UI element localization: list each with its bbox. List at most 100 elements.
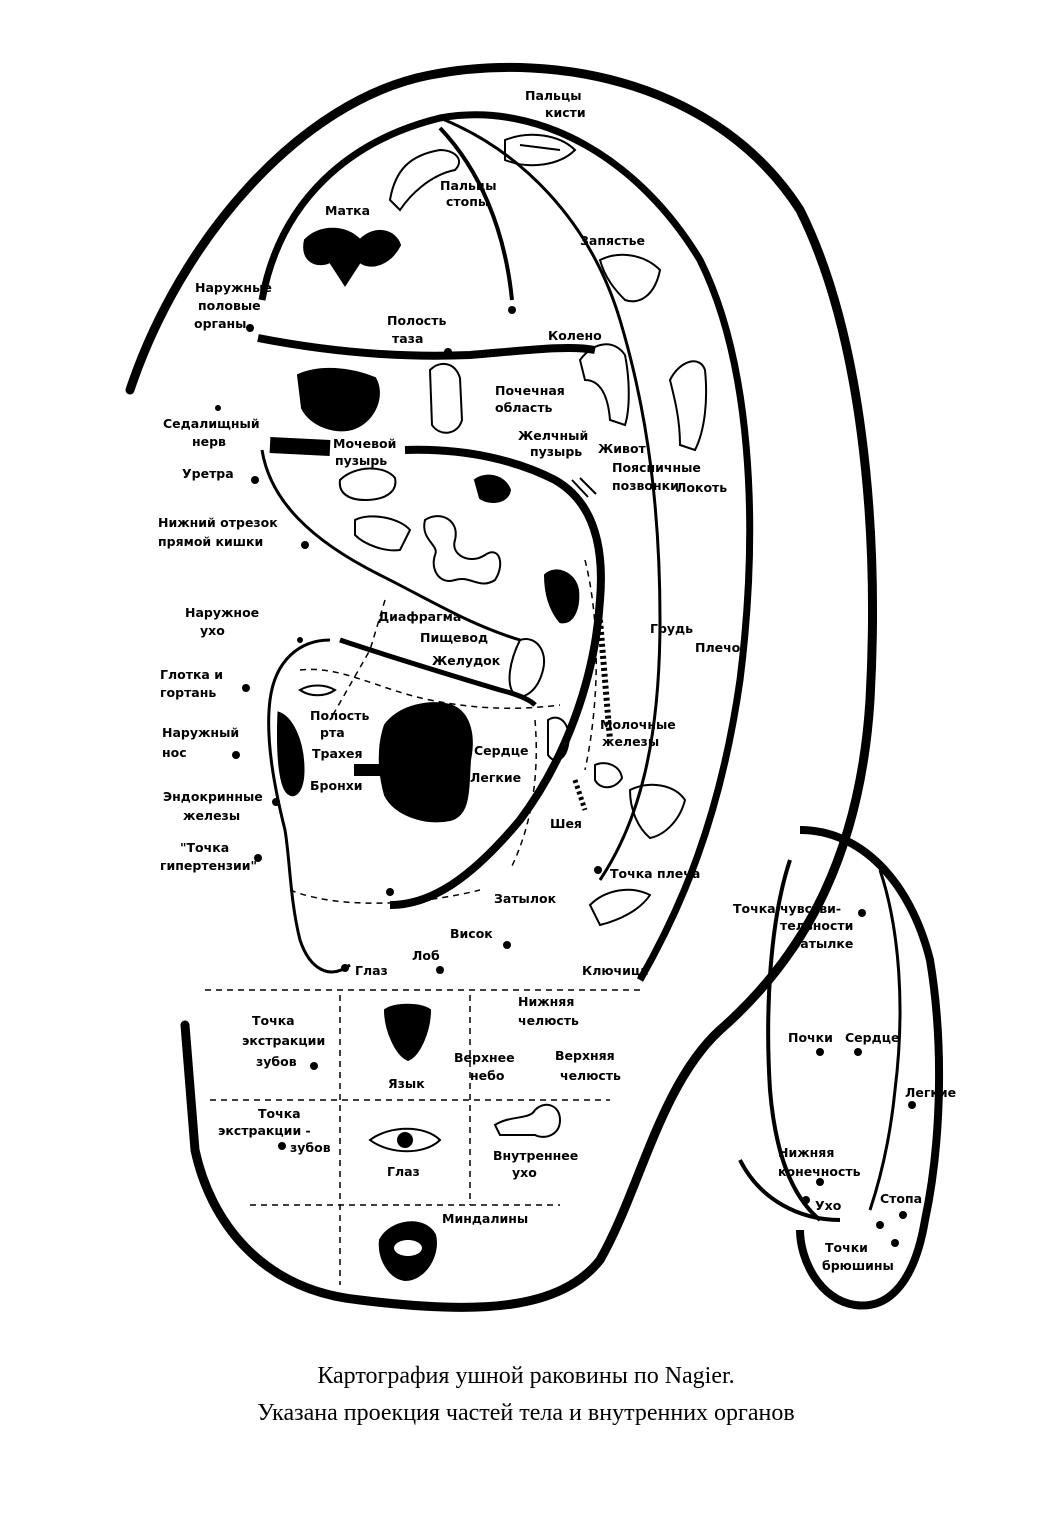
point-polost-taza: [444, 348, 452, 356]
point-naruzhny-nos: [232, 751, 240, 759]
label-back-konechnost-2: конечность: [778, 1164, 861, 1179]
label-gipertenzii-1: "Точка: [180, 840, 229, 855]
point-uretra: [251, 476, 259, 484]
label-gipertenzii-2: гипертензии": [160, 858, 257, 873]
label-naruzhnye-polovye-1: Наружные: [195, 280, 272, 295]
point-pochechnaya: [508, 306, 516, 314]
organ-sketches: [296, 133, 708, 1282]
point-back-pochki: [816, 1048, 824, 1056]
foot-fingers-sketch: [388, 148, 460, 212]
point-naruzhnye-polovye: [246, 324, 254, 332]
lobe-grid: [205, 989, 640, 1285]
shoulder-sketch: [628, 783, 687, 840]
label-glotka-2: гортань: [160, 685, 216, 700]
label-back-chuvstvitelnosti-3: затылке: [793, 936, 853, 951]
back-labels: Точка чувстви- тельности затылке Почки С…: [733, 901, 956, 1273]
mouth-sketch: [298, 684, 337, 697]
label-zhivot: Живот: [598, 441, 647, 456]
point-glaz-front: [341, 964, 349, 972]
point-lob: [436, 966, 444, 974]
wrist-sketch: [598, 253, 662, 303]
label-verkhnee-nebo-2: небо: [470, 1068, 505, 1083]
label-serdtse: Сердце: [474, 743, 528, 758]
clavicle-sketch: [588, 888, 652, 927]
label-ekstraktsii-1-2: экстракции: [242, 1033, 325, 1048]
point-back-stopa: [899, 1211, 907, 1219]
label-molochnye-1: Молочные: [600, 717, 676, 732]
label-polost-taza-1: Полость: [387, 313, 446, 328]
label-naruzhnoe-ukho-1: Наружное: [185, 605, 259, 620]
eye-sketch: [368, 1127, 442, 1153]
label-back-chuvstvitelnosti-2: тельности: [780, 918, 853, 933]
liver-sketch: [543, 569, 580, 624]
label-uretra: Уретра: [182, 466, 234, 481]
label-matka: Матка: [325, 203, 370, 218]
caption-line-2: Указана проекция частей тела и внутренни…: [257, 1400, 794, 1426]
label-ekstraktsii-1-1: Точка: [252, 1013, 295, 1028]
label-koleno: Колено: [548, 328, 602, 343]
label-grud: Грудь: [650, 621, 693, 636]
label-vnutrennee-ukho-2: ухо: [512, 1165, 537, 1180]
label-mochevoy-1: Мочевой: [333, 436, 396, 451]
label-bronkhi: Бронхи: [310, 778, 363, 793]
label-paltsy-stopy-2: стопы: [446, 194, 489, 209]
label-back-konechnost-1: Нижняя: [778, 1145, 834, 1160]
label-polost-taza-2: таза: [392, 331, 423, 346]
label-verkhnyaya-chelyust-2: челюсть: [560, 1068, 621, 1083]
point-ekstraktsii-2: [278, 1142, 286, 1150]
label-nizhnyaya-chelyust-2: челюсть: [518, 1013, 579, 1028]
label-sedalishchny-2: нерв: [192, 434, 226, 449]
point-back-bryushiny-2: [891, 1239, 899, 1247]
intestines-sketch: [423, 515, 502, 585]
point-naruzhnoe-ukho: [297, 637, 303, 643]
point-back-konechnost: [816, 1178, 824, 1186]
label-zapyastye: Запястье: [580, 233, 645, 248]
label-glaz: Глаз: [387, 1164, 420, 1179]
point-glotka: [242, 684, 250, 692]
back-ear-outline: [738, 826, 944, 1310]
trachea-sketch: [354, 764, 401, 776]
label-mochevoy-2: пузырь: [335, 453, 387, 468]
label-naruzhnye-polovye-2: половые: [198, 298, 261, 313]
label-naruzhny-nos-2: нос: [162, 745, 187, 760]
point-zatylok: [386, 888, 394, 896]
caption-line-1: Картография ушной раковины по Nagier.: [317, 1363, 734, 1389]
label-legkie: Легкие: [470, 770, 521, 785]
label-mindaliny: Миндалины: [442, 1211, 528, 1226]
neck-sketch: [594, 762, 624, 789]
label-nizhny-otrezok-2: прямой кишки: [158, 534, 263, 549]
label-visok: Висок: [450, 926, 493, 941]
label-diafragma: Диафрагма: [378, 609, 461, 624]
point-visok: [503, 941, 511, 949]
label-nizhnyaya-chelyust-1: Нижняя: [518, 994, 574, 1009]
point-back-serdtse: [854, 1048, 862, 1056]
label-back-bryushiny-1: Точки: [825, 1240, 868, 1255]
label-endokrinnye-1: Эндокринные: [163, 789, 263, 804]
point-back-legkie: [908, 1101, 916, 1109]
point-back-bryushiny-1: [876, 1221, 884, 1229]
point-dots: [215, 306, 916, 1247]
label-traheya: Трахея: [312, 746, 362, 761]
bladder-sketch: [338, 467, 397, 502]
label-zhelchny-1: Желчный: [518, 428, 588, 443]
point-sedalishchny: [215, 405, 221, 411]
label-pishchevod: Пищевод: [420, 630, 488, 645]
knee-sketch: [578, 343, 630, 427]
label-ekstraktsii-2-1: Точка: [258, 1106, 301, 1121]
label-naruzhny-nos-1: Наружный: [162, 725, 239, 740]
point-gipertenzii: [254, 854, 262, 862]
label-sedalishchny-1: Седалищный: [163, 416, 260, 431]
point-tochka-plecha: [594, 866, 602, 874]
label-poyasnichnye-2: позвонки: [612, 478, 679, 493]
point-endokrinnye: [272, 798, 280, 806]
label-back-chuvstvitelnosti-1: Точка чувстви-: [733, 901, 841, 916]
label-zheludok: Желудок: [432, 653, 501, 668]
label-back-ukho: Ухо: [815, 1198, 842, 1213]
label-pochechnaya-1: Почечная: [495, 383, 565, 398]
point-back-ukho: [802, 1196, 810, 1204]
point-ekstraktsii-1: [310, 1062, 318, 1070]
label-verkhnee-nebo-1: Верхнее: [454, 1050, 515, 1065]
label-naruzhnoe-ukho-2: ухо: [200, 623, 225, 638]
label-polost-rta-1: Полость: [310, 708, 369, 723]
